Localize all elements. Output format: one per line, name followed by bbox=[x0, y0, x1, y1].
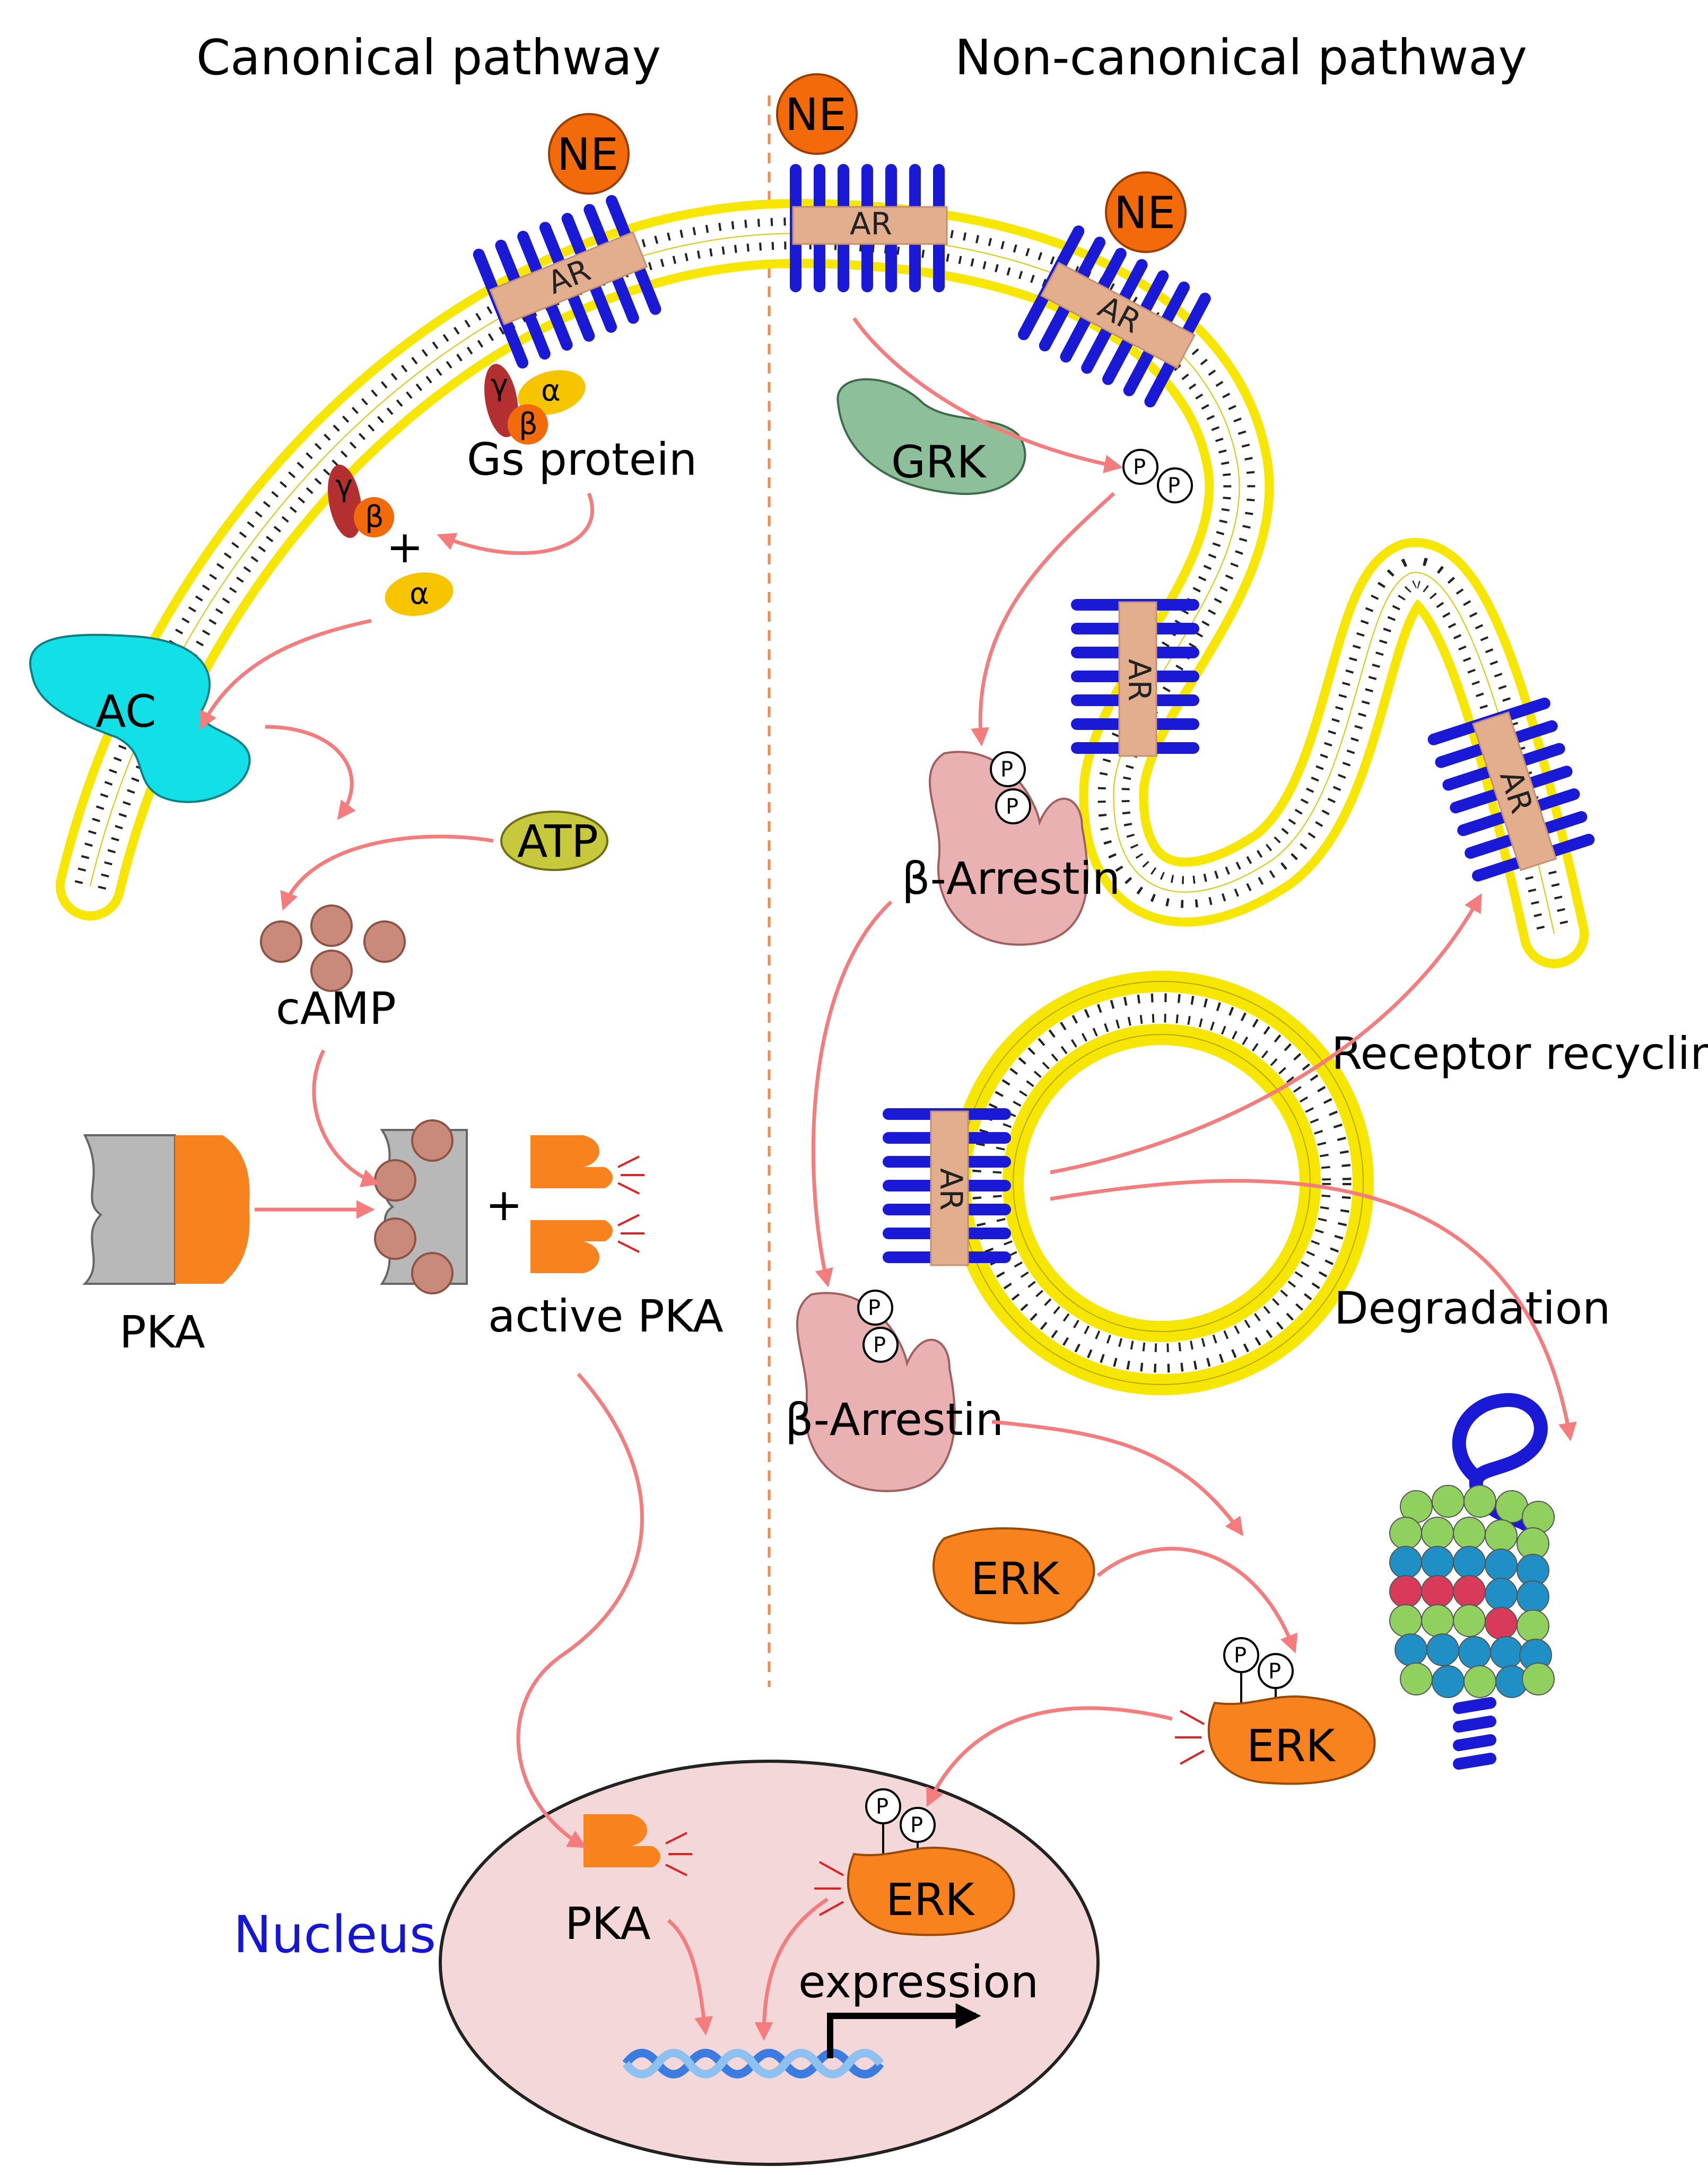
svg-text:P: P bbox=[1234, 1643, 1247, 1668]
svg-text:α: α bbox=[541, 373, 561, 408]
erk-phosphorylated-cytoplasm: P P ERK bbox=[1175, 1637, 1376, 1785]
signaling-arrows bbox=[199, 317, 1577, 2041]
svg-text:γ: γ bbox=[335, 469, 353, 503]
beta-subunit bbox=[508, 404, 548, 445]
svg-text:NE: NE bbox=[557, 128, 618, 180]
svg-text:AC: AC bbox=[95, 685, 156, 737]
active-pka-label: active PKA bbox=[488, 1290, 724, 1342]
plus-sign-2: + bbox=[485, 1179, 522, 1231]
ne-ligand-2: NE bbox=[776, 73, 858, 155]
pka-nuclear-label: PKA bbox=[565, 1898, 651, 1950]
svg-text:P: P bbox=[910, 1813, 923, 1838]
svg-text:P: P bbox=[1268, 1659, 1281, 1684]
active-pka-subunits bbox=[530, 1135, 644, 1273]
adrenergic-receptor-3: AR bbox=[1018, 225, 1211, 407]
erk-nuclear: P P ERK bbox=[814, 1788, 1015, 1936]
ne-ligand-3: NE bbox=[1105, 171, 1187, 253]
pka-regulatory-with-camp bbox=[374, 1119, 468, 1294]
adrenergic-receptor-endosome: AR bbox=[883, 1108, 1011, 1266]
pka-label: PKA bbox=[119, 1306, 205, 1358]
cell-membrane bbox=[56, 198, 1589, 968]
adrenergic-receptor-2: AR bbox=[790, 164, 948, 292]
ar-label-4: AR bbox=[1121, 659, 1157, 701]
gs-protein-complex: γ α β bbox=[484, 363, 586, 445]
adenylyl-cyclase: AC bbox=[29, 633, 251, 803]
pka-nuclear bbox=[583, 1814, 692, 1876]
adrenergic-receptor-5: AR bbox=[1427, 697, 1595, 882]
expression-label: expression bbox=[798, 1956, 1039, 2008]
beta-arrestin-label-2: β-Arrestin bbox=[785, 1394, 1004, 1446]
ar-label-2: AR bbox=[850, 206, 892, 242]
receptor-recycling-label: Receptor recycling bbox=[1331, 1028, 1708, 1080]
svg-text:P: P bbox=[1000, 758, 1013, 782]
beta-arrestin-2: P P bbox=[796, 1290, 956, 1492]
svg-text:ERK: ERK bbox=[971, 1553, 1060, 1605]
svg-text:P: P bbox=[1006, 795, 1018, 819]
canonical-pathway-header: Canonical pathway bbox=[196, 29, 661, 86]
expression-arrow bbox=[827, 2003, 981, 2058]
receptor-phosphates-1: P P bbox=[1122, 449, 1193, 503]
svg-text:P: P bbox=[1133, 455, 1146, 480]
svg-text:P: P bbox=[1167, 474, 1180, 498]
alpha-subunit bbox=[518, 370, 586, 415]
dissociated-gamma-beta: γ β bbox=[328, 464, 394, 538]
plus-sign-1: + bbox=[386, 521, 423, 573]
svg-text:α: α bbox=[409, 577, 429, 611]
non-canonical-pathway-header: Non-canonical pathway bbox=[955, 29, 1527, 86]
svg-text:ERK: ERK bbox=[886, 1874, 975, 1926]
svg-text:ERK: ERK bbox=[1247, 1720, 1336, 1772]
svg-text:β: β bbox=[365, 500, 384, 534]
dna-helix bbox=[622, 2049, 884, 2078]
svg-text:GRK: GRK bbox=[891, 436, 987, 488]
pka-inactive bbox=[82, 1134, 250, 1285]
svg-text:NE: NE bbox=[1114, 187, 1175, 239]
svg-text:AR: AR bbox=[933, 1168, 969, 1211]
gs-protein-label: Gs protein bbox=[467, 433, 697, 485]
svg-text:P: P bbox=[876, 1795, 888, 1819]
svg-text:γ: γ bbox=[491, 368, 508, 403]
beta-arrestin-1: P P bbox=[929, 751, 1088, 946]
nucleus-label: Nucleus bbox=[233, 1905, 436, 1964]
svg-text:NE: NE bbox=[785, 89, 847, 141]
beta-arrestin-label-1: β-Arrestin bbox=[902, 852, 1120, 904]
grk-kinase: GRK bbox=[836, 378, 1026, 495]
svg-text:β: β bbox=[519, 407, 538, 441]
camp-label: cAMP bbox=[276, 982, 396, 1034]
svg-text:ATP: ATP bbox=[517, 815, 598, 867]
camp-molecules bbox=[260, 904, 406, 992]
ne-ligand-1: NE bbox=[548, 113, 630, 195]
proteasome-degradation bbox=[1389, 1393, 1555, 1770]
dissociated-alpha: α bbox=[385, 572, 454, 616]
svg-text:P: P bbox=[868, 1296, 881, 1320]
atp-molecule: ATP bbox=[500, 811, 608, 871]
svg-text:P: P bbox=[873, 1333, 886, 1358]
degradation-label: Degradation bbox=[1334, 1282, 1610, 1334]
adrenergic-receptor-4: AR bbox=[1071, 599, 1199, 757]
erk-inactive: ERK bbox=[933, 1527, 1095, 1624]
